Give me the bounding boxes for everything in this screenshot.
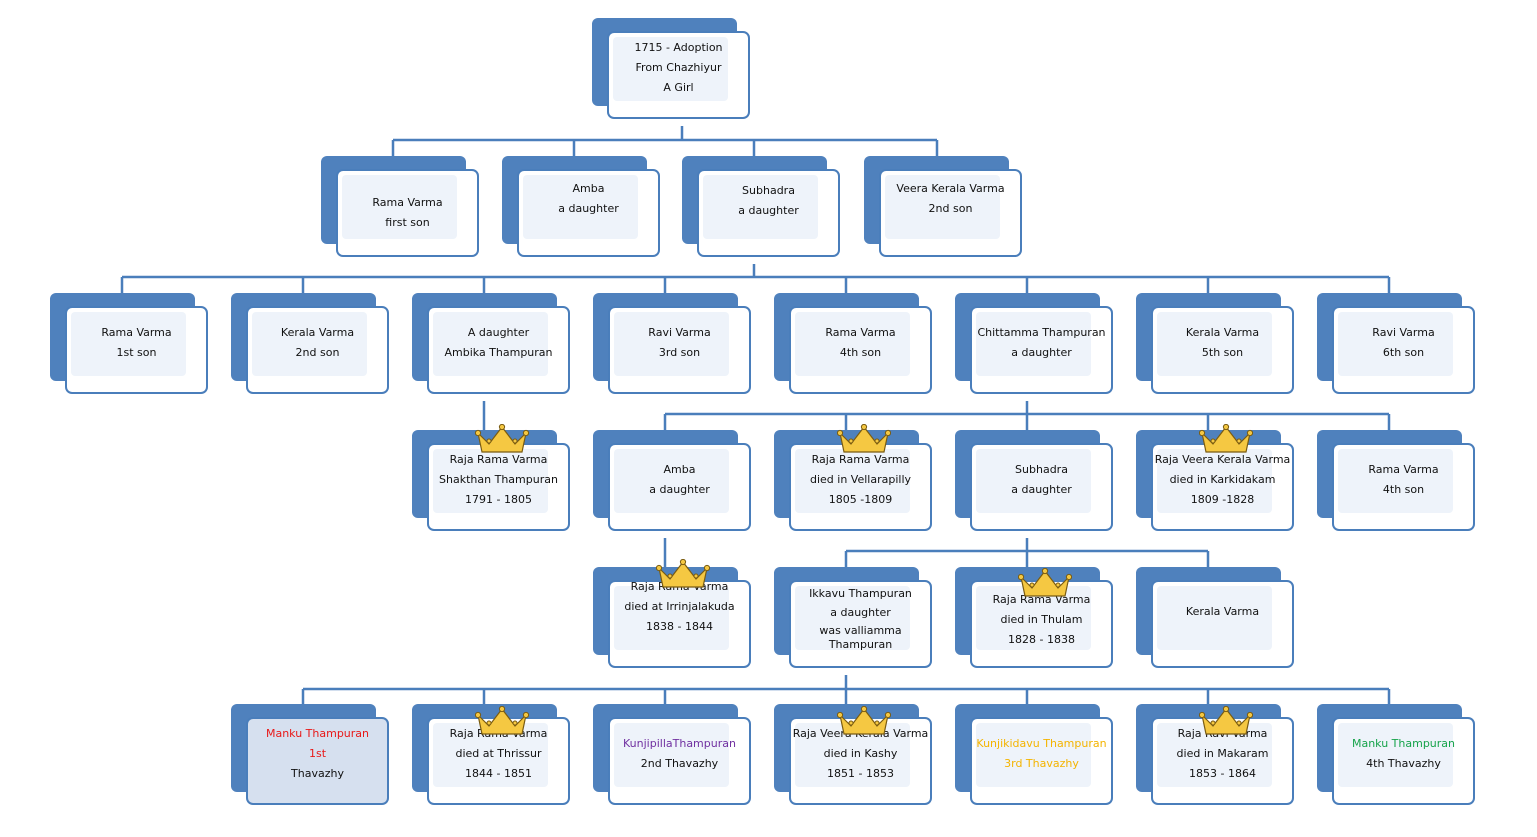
connector-gen1-gen2 bbox=[120, 264, 1391, 293]
connector-ikkavu-gen5 bbox=[301, 675, 1391, 704]
crown-icon bbox=[837, 424, 891, 453]
crown-icon bbox=[837, 706, 891, 735]
connector-root-gen1 bbox=[391, 126, 939, 156]
crown-icon bbox=[475, 706, 529, 735]
connector-chittamma-gen3 bbox=[663, 401, 1391, 430]
crown-icon bbox=[1199, 706, 1253, 735]
crown-icon bbox=[1018, 568, 1072, 597]
crown-icon bbox=[475, 424, 529, 453]
crown-icon bbox=[1199, 424, 1253, 453]
node-gen4-kerala-varma: Kerala Varma bbox=[1136, 567, 1294, 668]
crown-icon bbox=[656, 559, 710, 588]
connector-subhadra-gen4 bbox=[844, 538, 1210, 567]
